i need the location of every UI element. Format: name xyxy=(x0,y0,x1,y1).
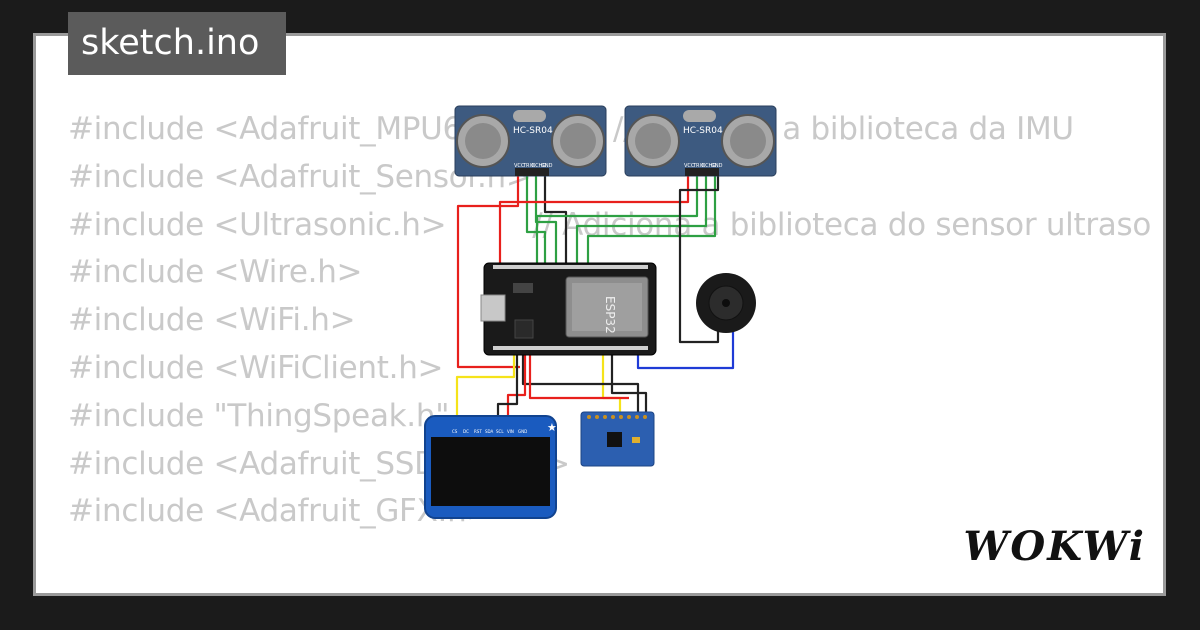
esp32-board[interactable]: ESP32 xyxy=(480,262,657,356)
star-icon: ★ xyxy=(547,421,557,434)
code-line: #include <WiFi.h> xyxy=(68,302,356,339)
pin-label: VCC xyxy=(684,163,695,169)
pin-label: GND xyxy=(541,163,553,169)
pin-label: SDA xyxy=(485,429,494,434)
wire-yellow xyxy=(455,350,516,420)
wire-black xyxy=(610,350,648,414)
pin-label: VCC xyxy=(514,163,525,169)
wokwi-logo: WOKWi xyxy=(963,523,1146,570)
pin-label: TRIG xyxy=(522,163,535,169)
wire-green xyxy=(535,176,699,268)
wire-red xyxy=(528,350,629,400)
pin-label: RST xyxy=(474,429,482,434)
wire-red xyxy=(498,176,690,268)
ultrasonic-label: HC-SR04 xyxy=(683,126,723,136)
wire-green xyxy=(586,176,717,268)
pin-label: CS xyxy=(452,429,458,434)
wire-black xyxy=(496,350,519,420)
wire-red xyxy=(456,176,520,369)
ultrasonic-sensor-left[interactable]: HC-SR04 VCC TRIG ECHO GND xyxy=(454,105,607,177)
ultrasonic-label: HC-SR04 xyxy=(513,126,553,136)
buzzer[interactable] xyxy=(696,273,756,333)
code-line: #include <Wire.h> xyxy=(68,254,363,291)
wires xyxy=(455,176,735,420)
pin-label: ECHO xyxy=(532,163,546,169)
pin-label: DC xyxy=(463,429,469,434)
pin-label: ECHO xyxy=(702,163,716,169)
ultrasonic-sensor-right[interactable]: HC-SR04 VCC TRIG ECHO GND xyxy=(624,105,777,177)
pin-label: GND xyxy=(518,429,527,434)
oled-display[interactable]: ★ CS DC RST SDA SCL VIN GND xyxy=(424,415,557,519)
wire-black xyxy=(678,176,720,344)
pin-label: TRIG xyxy=(692,163,705,169)
wire-black xyxy=(543,176,568,268)
wire-black xyxy=(521,350,640,414)
wire-green xyxy=(575,176,708,268)
wire-blue xyxy=(636,322,735,370)
wire-green xyxy=(534,176,558,268)
code-line: #define SCREEN_WIDTH 128 // OLED display… xyxy=(68,584,1151,593)
code-line: #include "ThingSpeak.h" xyxy=(68,397,450,434)
code-line: #include <WiFiClient.h> xyxy=(68,349,444,386)
file-tab[interactable]: sketch.ino xyxy=(68,12,286,75)
esp32-label: ESP32 xyxy=(603,296,617,334)
pin-label: GND xyxy=(711,163,723,169)
mpu6050-module[interactable] xyxy=(580,411,655,467)
pin-label: VIN xyxy=(507,429,514,434)
pin-label: SCL xyxy=(496,429,504,434)
